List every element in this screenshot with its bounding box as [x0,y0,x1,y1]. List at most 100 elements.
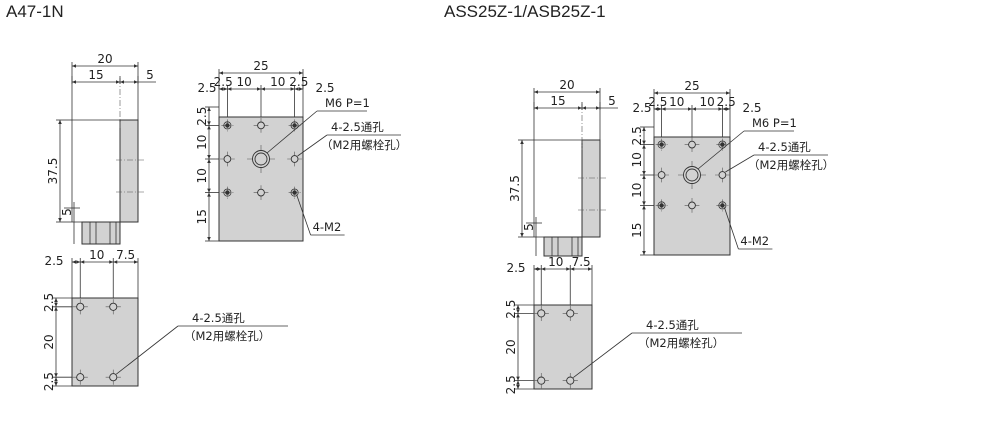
dimension-label: 10 [237,75,252,89]
bottom-notes: 4-2.5通孔 （M2用螺栓孔） [116,311,288,375]
dimension-label: 15 [550,94,565,108]
dimension-arrow [726,107,730,111]
dimension-arrow [54,373,58,378]
bottom-through-holes-sub-note: （M2用螺栓孔） [184,329,270,343]
center-tap-note: M6 P=1 [325,96,370,110]
through-hole [688,140,696,149]
drawing-title-right: ASS25Z-1/ASB25Z-1 [444,2,606,21]
through-hole [76,302,85,311]
dimension-label: 10 [89,248,104,262]
dimension-arrow [207,155,211,159]
dimension-arrow [207,237,211,241]
dimension-arrow [120,80,124,84]
dimension-arrow [520,233,524,237]
taps-note: 4-M2 [740,234,769,248]
dimension-label: 10 [630,152,644,167]
dimension-arrow [299,71,303,75]
through-hole [290,155,299,163]
dimension-label: 10 [700,95,715,109]
dimension-arrow [582,106,586,110]
tap-hole [720,142,725,147]
dimension-arrow [80,260,85,264]
dimension-arrow [588,267,592,271]
dimension-label: 10 [195,135,209,150]
dimension-label: 10 [630,183,644,198]
dimension-label: 2.5 [504,375,518,394]
dimension-arrow [718,107,723,111]
dimension-arrow [657,107,662,111]
dimension-label: 2.5 [632,101,651,115]
through-hole [566,376,575,385]
leader-line [697,130,745,170]
dimension-arrow [58,218,62,222]
dimension-label: 2.5 [717,95,736,109]
top-notes: M6 P=14-2.5通孔（M2用螺栓孔）4-M2 [697,116,834,250]
dimension-label: 2.5 [504,300,518,319]
dimension-arrow [223,87,228,91]
through-holes-note: 4-2.5通孔 [758,140,811,154]
tap-thread [223,121,232,130]
leader-line [297,134,328,157]
bottom-through-holes-note: 4-2.5通孔 [646,318,699,332]
dimension-arrow [570,267,575,271]
through-hole [566,309,575,318]
dimension-label: 20 [42,334,56,349]
center-tap-note: M6 P=1 [752,116,797,130]
dimension-label: 2.5 [195,107,209,126]
bottom-through-holes-sub-note: （M2用螺栓孔） [638,336,724,350]
dimension-arrow [261,87,265,91]
tap-thread [657,201,666,210]
dimension-arrow [207,159,211,163]
dimension-arrow [654,107,658,111]
tap-hole [225,123,230,128]
dimension-arrow [642,171,646,175]
dimension-arrow [113,260,118,264]
dimension-arrow [58,120,62,124]
through-holes-sub-note: （M2用螺栓孔） [321,138,407,152]
dimension-arrow [654,91,658,95]
dimension-arrow [207,121,211,126]
dimension-label: 25 [684,79,699,93]
taps-note: 4-M2 [313,220,342,234]
dimension-arrow [642,205,646,210]
dimension-arrow [299,87,303,91]
bottom-notes: 4-2.5通孔 （M2用螺栓孔） [573,318,742,378]
dimension-label: 2.5 [214,75,233,89]
through-hole [537,309,546,318]
top-plate [218,116,304,242]
tap-hole [659,142,664,147]
dimension-arrow [692,107,696,111]
dimension-label: 37.5 [508,175,522,202]
dimension-arrow [207,125,211,130]
dimension-arrow [257,87,261,91]
dimension-arrow [722,107,727,111]
dimension-arrow [596,90,600,94]
top-notes: M6 P=1 4-2.5通孔 （M2用螺栓孔） 4-M2 [266,96,407,236]
leader-line [116,325,179,375]
dimension-arrow [537,267,542,271]
dimension-arrow [219,71,223,75]
dimension-label: 2.5 [197,81,216,95]
center-tap-inner [685,168,699,182]
bottom-through-holes-note: 4-2.5通孔 [192,311,245,325]
through-holes-note: 4-2.5通孔 [331,120,384,134]
dimension-arrow [661,107,666,111]
dimension-label: 2.5 [42,293,56,312]
dimension-label: 10 [270,75,285,89]
dimension-label: 5 [608,94,616,108]
dimension-arrow [72,64,76,68]
tap-hole [720,203,725,208]
dimension-label: 2.5 [315,81,334,95]
dimension-label: 2.5 [648,95,667,109]
dimension-arrow [578,106,582,110]
dimension-label: 5 [146,68,154,82]
dimension-arrow [642,140,646,145]
tap-hole [292,123,297,128]
dimension-arrow [207,107,211,111]
dimension-arrow [642,127,646,131]
